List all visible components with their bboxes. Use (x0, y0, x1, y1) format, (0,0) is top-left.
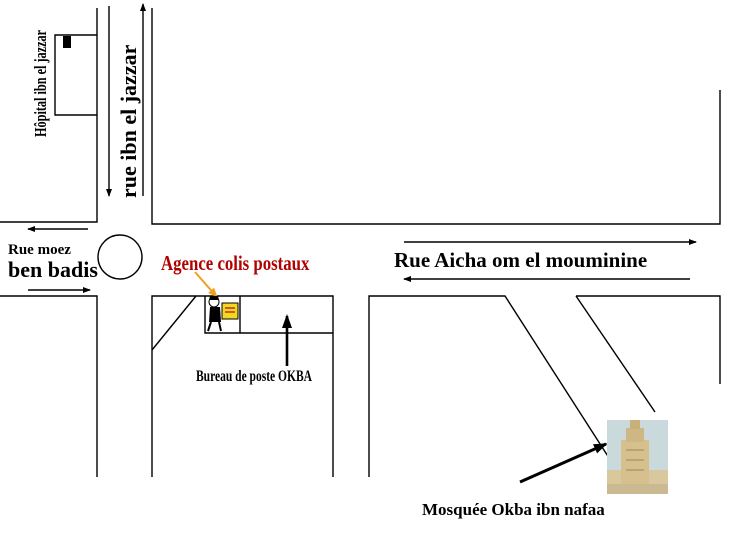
block-lower-right (576, 295, 721, 384)
hospital-label: Hôpital ibn el jazzar (31, 29, 50, 137)
hospital-outline (54, 34, 97, 116)
postman-icon (207, 296, 239, 332)
street-edge-left-upper (0, 8, 98, 223)
mosque-diagonal (575, 295, 656, 413)
agency-label: Agence colis postaux (161, 251, 310, 275)
street-label-ibn-el-jazzar: rue ibn el jazzar (116, 44, 141, 198)
street-label-aicha: Rue Aicha om el mouminine (394, 248, 648, 272)
roundabout (97, 234, 143, 280)
arrow-mosque (519, 442, 608, 484)
block-upper-right (151, 8, 721, 225)
arrow-agency (194, 271, 218, 298)
post-office-building (204, 296, 333, 334)
street-edge-left-lower (0, 295, 98, 477)
block-post-office (151, 295, 334, 477)
street-label-moez-line1: Rue moez (8, 242, 71, 258)
street-label-moez-line2: ben badis (8, 257, 98, 282)
mosque-minaret-photo (607, 420, 668, 494)
hospital-marker-icon (63, 36, 71, 48)
block-corner-diagonal (151, 295, 197, 351)
mosque-label: Mosquée Okba ibn nafaa (422, 500, 605, 519)
block-lower-mid (368, 295, 621, 477)
post-office-label: Bureau de poste OKBA (196, 368, 312, 385)
